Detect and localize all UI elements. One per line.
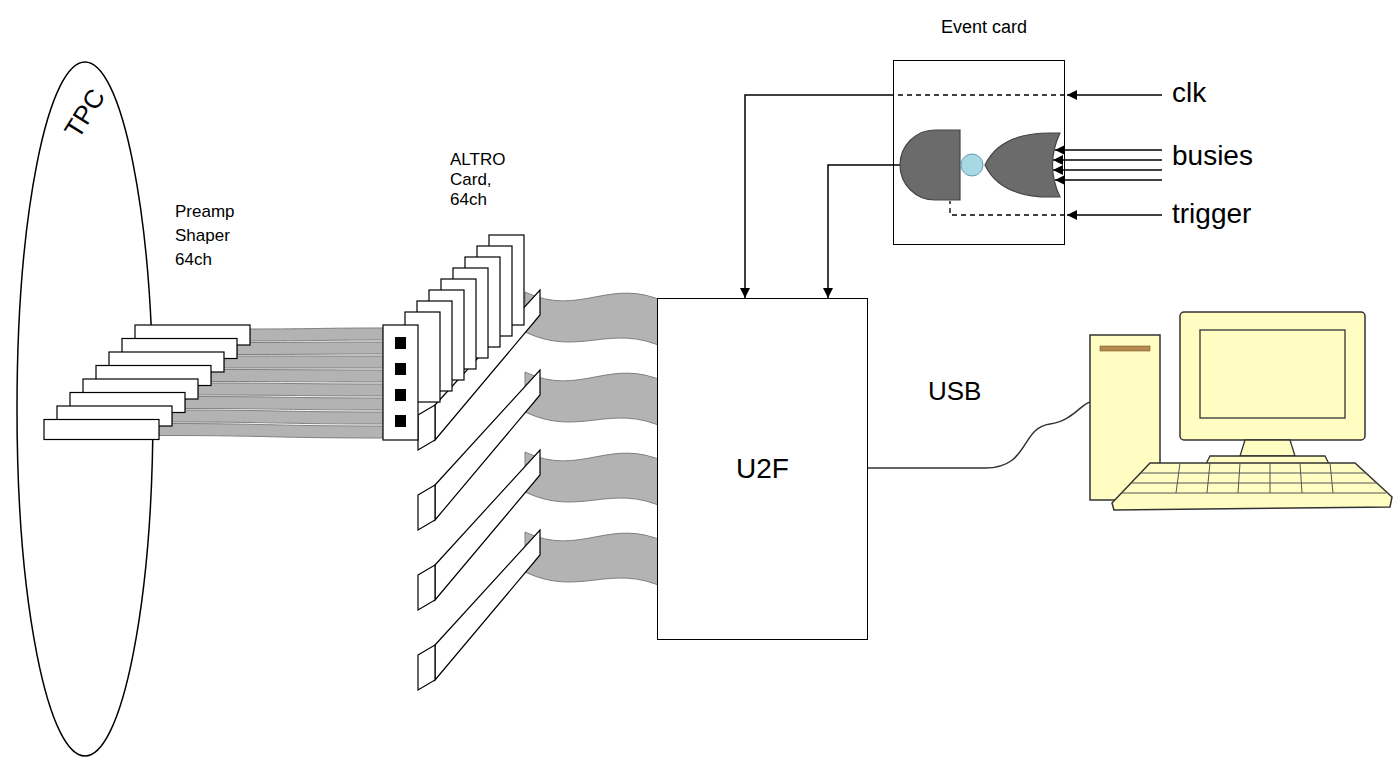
label-slot: trigger (1172, 197, 1251, 231)
ribbon-cable (525, 452, 665, 508)
altro-board-edge (418, 485, 435, 530)
key-row (1131, 483, 1376, 484)
ribbon-cable (185, 397, 383, 411)
signal-name: clk (1172, 76, 1206, 110)
ribbon-cable (525, 532, 665, 588)
key-row (1122, 493, 1386, 494)
node-label: U2F (736, 452, 789, 486)
monitor-screen (1200, 330, 1345, 418)
text-slot: TPC (58, 83, 112, 144)
node-outline (383, 150, 543, 690)
and-gate-symbol (900, 130, 960, 200)
ribbon-cable-bundle (525, 292, 665, 588)
node-outline (894, 61, 1064, 244)
ribbon-cable (525, 372, 665, 428)
ribbon-cable (159, 424, 383, 439)
monitor-neck (1240, 440, 1295, 456)
event-card: Event card (893, 60, 1065, 245)
keyboard (1112, 463, 1392, 510)
connector-pin (395, 389, 406, 401)
signal-name: trigger (1172, 197, 1251, 231)
altro-card-stack: ALTRO Card, 64ch (383, 150, 543, 690)
signal-name: busies (1172, 139, 1253, 173)
event-card-logic (893, 95, 1162, 215)
busy-input-arrow (1053, 169, 1162, 171)
label-slot: busies (1172, 139, 1253, 173)
node-label: Preamp Shaper 64ch (175, 200, 260, 272)
key-separators (1176, 463, 1333, 493)
clk-dashed-line (893, 94, 1065, 95)
drive-slot (1100, 346, 1150, 351)
altro-board-edge (418, 405, 435, 450)
busy-input-arrow (1053, 159, 1162, 161)
altro-board (435, 530, 540, 680)
or-gate-symbol (985, 133, 1060, 197)
trigger-dashed-line (950, 201, 1065, 215)
node-label: Event card (941, 16, 1027, 38)
altro-board (435, 450, 540, 600)
ribbon-cable (198, 383, 383, 396)
inverter-bubble (961, 154, 983, 176)
monitor-frame (1180, 312, 1365, 440)
ribbon-cable (211, 370, 383, 383)
label-slot: USB (928, 376, 981, 407)
ribbon-cable (525, 292, 665, 348)
connector-pin (395, 415, 406, 427)
signal-arrow (745, 95, 893, 298)
clk-input-arrow (1067, 94, 1162, 96)
preamp-shaper-stack: Preamp Shaper 64ch (40, 195, 255, 445)
computer-icon (1090, 312, 1392, 510)
text-slot: ALTRO Card, 64ch (450, 150, 522, 210)
ribbon-cable (172, 410, 383, 424)
ribbon-cable (224, 356, 383, 368)
busy-input-arrow (1055, 179, 1162, 181)
cable-label: USB (928, 376, 981, 407)
altro-connector (383, 325, 418, 440)
label-slot: clk (1172, 76, 1206, 110)
node-label: TPC (58, 83, 112, 144)
connector-pin (395, 337, 406, 349)
ribbon-cable (250, 328, 383, 341)
text-slot: U2F (658, 299, 867, 639)
ribbon-cable (237, 342, 383, 355)
node-label: ALTRO Card, 64ch (450, 150, 522, 210)
preamp-card (44, 420, 159, 440)
altro-board-edge (418, 565, 435, 610)
text-slot: Event card (941, 16, 1027, 38)
connector-pin (395, 363, 406, 375)
trigger-input-arrow (1067, 214, 1162, 216)
usb-cable (868, 402, 1090, 468)
altro-board (435, 370, 540, 520)
u2f-box: U2F (657, 298, 868, 640)
busy-input-arrow (1055, 149, 1162, 151)
text-slot: Preamp Shaper 64ch (175, 200, 260, 272)
altro-board-edge (418, 645, 435, 690)
signal-arrow (828, 165, 893, 298)
